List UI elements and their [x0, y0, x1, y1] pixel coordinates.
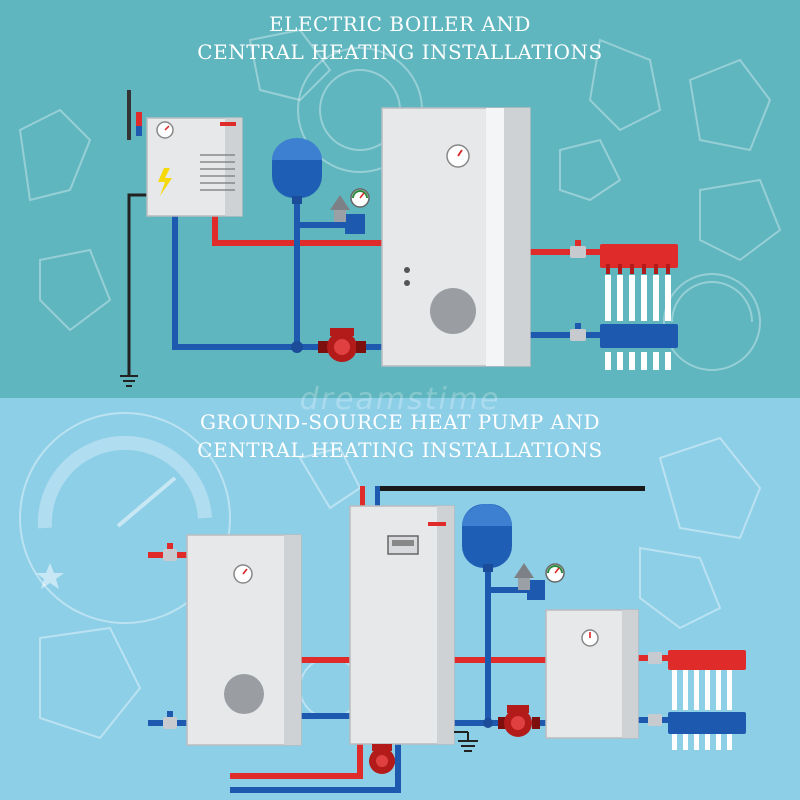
ground-symbol-icon — [120, 375, 138, 387]
watermark: dreamstime — [299, 382, 501, 417]
bottom-title-line-1: GROUND-SOURCE HEAT PUMP AND — [199, 410, 601, 434]
heat-pump-panel: GROUND-SOURCE HEAT PUMP AND CENTRAL HEAT… — [0, 398, 800, 800]
bottom-title-line-2: CENTRAL HEATING INSTALLATIONS — [197, 438, 603, 462]
top-title-line-2: CENTRAL HEATING INSTALLATIONS — [197, 40, 603, 64]
expansion-vessel-icon — [462, 504, 512, 572]
circulation-pump-icon — [318, 328, 366, 362]
electric-boiler-panel: ELECTRIC BOILER AND CENTRAL HEATING INST… — [0, 0, 800, 398]
expansion-vessel-icon — [272, 138, 322, 204]
heat-pump-diagram — [0, 398, 800, 800]
buffer-tank — [381, 107, 531, 367]
circulation-pump-icon — [498, 705, 540, 737]
ground-loop-line — [380, 486, 645, 491]
valve-icons — [291, 240, 586, 353]
top-title-line-1: ELECTRIC BOILER AND — [269, 12, 531, 36]
safety-group — [330, 188, 370, 234]
star-icon — [36, 563, 64, 589]
pipes — [148, 552, 668, 793]
electric-boiler-diagram — [0, 0, 800, 398]
circulation-pump-icon — [369, 744, 395, 774]
ground-symbol-icon — [454, 731, 478, 752]
pipes — [172, 197, 602, 350]
valve-icons — [163, 543, 662, 729]
hot-water-tank — [186, 534, 302, 746]
heat-pump-unit — [349, 486, 455, 745]
lightning-icon — [158, 168, 172, 196]
safety-group — [514, 563, 565, 600]
gauge-needle-outline — [116, 476, 177, 528]
top-title: ELECTRIC BOILER AND CENTRAL HEATING INST… — [0, 10, 800, 66]
ground-loop-flow-pipe — [230, 744, 363, 779]
background-outline-art — [18, 28, 782, 371]
bottom-title: GROUND-SOURCE HEAT PUMP AND CENTRAL HEAT… — [0, 408, 800, 464]
manifold — [600, 244, 678, 370]
electric-boiler-unit — [136, 112, 243, 217]
manifold — [668, 650, 746, 750]
boiler-flow-pipe — [212, 216, 382, 246]
boiler-return-pipe — [172, 216, 322, 350]
ground-wire — [127, 90, 147, 375]
buffer-tank — [545, 609, 639, 739]
